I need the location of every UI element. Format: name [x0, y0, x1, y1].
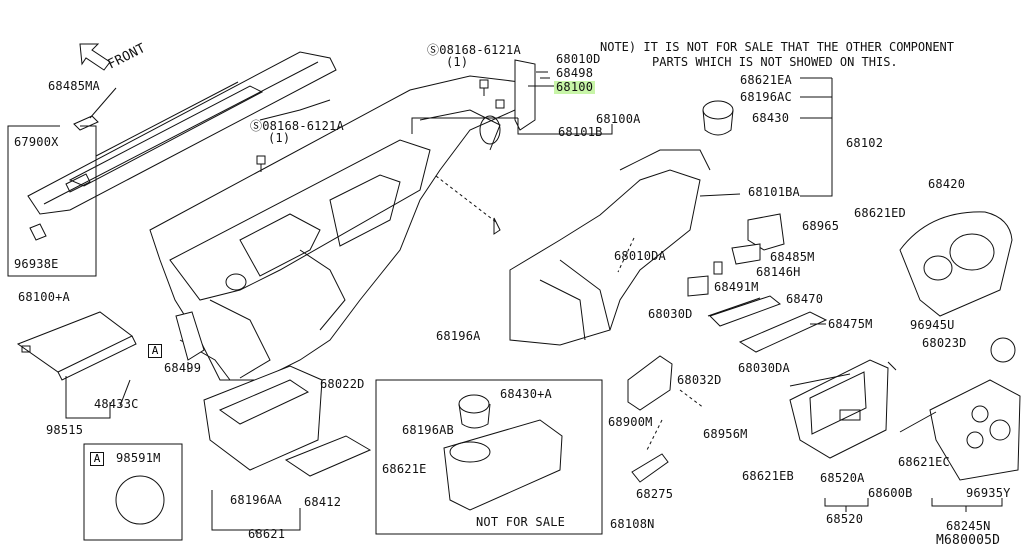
label-98591m: 98591M — [116, 451, 161, 465]
callout-a-box: A — [148, 344, 162, 358]
label-68101ba: 68101BA — [748, 185, 800, 199]
label-68621ed: 68621ED — [854, 206, 906, 220]
label-08168-6121a-top-qty: (1) — [446, 55, 469, 69]
part-68275-shape — [632, 454, 668, 482]
airbag-label-icon — [116, 476, 164, 524]
label-96945u: 96945U — [910, 318, 955, 332]
label-68520a: 68520A — [820, 471, 865, 485]
label-68499: 68499 — [164, 361, 202, 375]
label-68430-plus-a: 68430+A — [500, 387, 552, 401]
console-lower-68108n — [444, 395, 562, 510]
dash-top-pad — [28, 52, 336, 240]
label-68102: 68102 — [846, 136, 884, 150]
part-68470-shape — [710, 296, 780, 326]
label-68100-highlighted: 68100 — [554, 80, 596, 94]
cup-holder-icon — [703, 101, 733, 135]
label-68146h: 68146H — [756, 265, 801, 279]
front-arrow-icon — [80, 44, 110, 70]
label-68621: 68621 — [248, 527, 286, 541]
label-68108n: 68108N — [610, 517, 655, 531]
label-68275: 68275 — [636, 487, 674, 501]
label-96935y: 96935Y — [966, 486, 1011, 500]
label-68030da: 68030DA — [738, 361, 790, 375]
label-68621ea: 68621EA — [740, 73, 792, 87]
label-68101b: 68101B — [558, 125, 603, 139]
label-68965: 68965 — [802, 219, 840, 233]
label-68010d: 68010D — [556, 52, 601, 66]
label-68412: 68412 — [304, 495, 342, 509]
part-68499-shape — [176, 312, 204, 360]
label-68196ab: 68196AB — [402, 423, 454, 437]
label-68032d: 68032D — [677, 373, 722, 387]
label-68621ec: 68621EC — [898, 455, 950, 469]
part-68900m-shape — [628, 356, 672, 410]
part-68498-shape — [515, 60, 535, 130]
label-68621eb: 68621EB — [742, 469, 794, 483]
meter-hood-68420 — [900, 212, 1012, 316]
label-68520: 68520 — [826, 512, 864, 526]
diagram-code: M680005D — [936, 533, 1001, 548]
cluster-trim-68245n — [930, 380, 1020, 480]
label-68196aa: 68196AA — [230, 493, 282, 507]
label-68023d: 68023D — [922, 336, 967, 350]
glovebox-68621 — [204, 366, 370, 476]
label-48433c: 48433C — [94, 397, 139, 411]
note-line-1: NOTE) IT IS NOT FOR SALE THAT THE OTHER … — [600, 40, 955, 54]
note-line-2: PARTS WHICH IS NOT SHOWED ON THIS. — [652, 55, 898, 69]
label-68956m: 68956M — [703, 427, 748, 441]
bolt-icon — [480, 80, 488, 96]
label-68491m: 68491M — [714, 280, 759, 294]
label-68470: 68470 — [786, 292, 824, 306]
label-08168-6121a-mid: Ⓢ08168-6121A — [250, 119, 344, 133]
label-68430: 68430 — [752, 111, 790, 125]
label-98515: 98515 — [46, 423, 84, 437]
knob-96945u-icon — [991, 338, 1015, 362]
center-lower-panel — [510, 150, 710, 345]
label-68196ac: 68196AC — [740, 90, 792, 104]
label-08168-6121a-top: Ⓢ08168-6121A — [427, 43, 521, 57]
label-68420: 68420 — [928, 177, 966, 191]
label-68621e: 68621E — [382, 462, 427, 476]
label-68022d: 68022D — [320, 377, 365, 391]
label-68498: 68498 — [556, 66, 594, 80]
label-68600b: 68600B — [868, 486, 913, 500]
label-68100a: 68100A — [596, 112, 641, 126]
label-67900x: 67900X — [14, 135, 59, 149]
glovebox-lid-98515 — [18, 312, 136, 380]
label-68485ma: 68485MA — [48, 79, 100, 93]
label-08168-6121a-mid-qty: (1) — [268, 131, 291, 145]
label-68475m: 68475M — [828, 317, 873, 331]
part-68485ma-shape — [74, 116, 98, 130]
center-cluster-68520 — [790, 360, 888, 458]
label-68245n: 68245N — [946, 519, 991, 533]
label-68030d: 68030D — [648, 307, 693, 321]
label-96938e: 96938E — [14, 257, 59, 271]
callout-a-box: A — [90, 452, 104, 466]
label-68900m: 68900M — [608, 415, 653, 429]
label-68010da: 68010DA — [614, 249, 666, 263]
not-for-sale-label: NOT FOR SALE — [476, 515, 566, 529]
label-68100-plus-a: 68100+A — [18, 290, 70, 304]
bolt-icon — [257, 156, 265, 172]
clip-icon — [494, 218, 500, 234]
bolt-icon — [496, 100, 504, 108]
part-68475m-shape — [740, 312, 826, 352]
part-68965-shape — [748, 214, 784, 250]
label-68196a: 68196A — [436, 329, 481, 343]
label-68485m: 68485M — [770, 250, 815, 264]
